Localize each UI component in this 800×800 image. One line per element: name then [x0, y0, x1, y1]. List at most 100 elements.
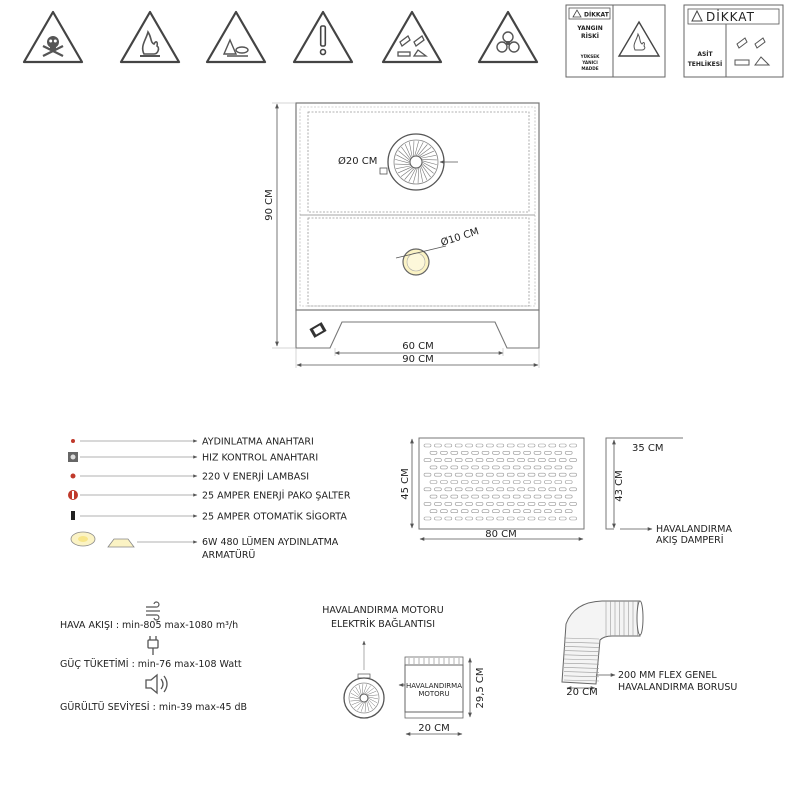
fan-blade — [419, 166, 423, 182]
svg-text:ASİT: ASİT — [697, 51, 713, 58]
airflow-icon — [146, 601, 160, 621]
damper-slot — [423, 502, 432, 506]
spec-noise: GÜRÜLTÜ SEVİYESİ : min-39 max-45 dB — [60, 702, 247, 713]
fan-blade — [363, 684, 368, 695]
damper-slot — [444, 443, 453, 448]
damper-slot — [481, 450, 490, 455]
damper-slot — [440, 509, 448, 514]
damper-slot — [523, 494, 531, 499]
speaker-icon — [145, 673, 168, 695]
damper-slot — [512, 450, 521, 455]
fan-blade — [421, 163, 434, 174]
damper-slot — [569, 487, 577, 492]
fan-blade — [355, 686, 361, 696]
fan-blade — [398, 150, 411, 161]
fan-blade — [367, 696, 379, 700]
damper-slot — [496, 502, 505, 506]
damper-slot — [471, 450, 479, 455]
damper-slot — [486, 516, 494, 521]
damper-slot — [538, 502, 546, 506]
damper-slot — [538, 472, 546, 477]
svg-text:TEHLİKESİ: TEHLİKESİ — [688, 61, 723, 68]
legend-item: HIZ KONTROL ANAHTARI — [68, 452, 318, 464]
damper-slot — [527, 472, 536, 477]
damper-slot — [454, 487, 463, 492]
damper-slot — [440, 450, 448, 455]
flammable-flame-icon — [617, 20, 661, 57]
damper-slot — [434, 458, 442, 462]
duct-rib — [563, 650, 600, 652]
damper-slot — [475, 443, 484, 448]
damper-slot — [492, 509, 500, 514]
damper-slot — [434, 516, 442, 521]
damper-slot — [475, 472, 484, 477]
damper-slot — [429, 480, 438, 484]
damper-slot — [444, 472, 453, 477]
damper-slot — [486, 472, 494, 477]
svg-text:MOTORU: MOTORU — [418, 690, 449, 698]
fan-blade — [413, 141, 415, 157]
damper-slot — [450, 480, 459, 484]
fan-blade — [365, 687, 374, 695]
fan-blade — [421, 159, 437, 161]
damper-slot — [506, 443, 515, 448]
legend-item: 220 V ENERJİ LAMBASI — [70, 472, 309, 483]
damper-slots — [423, 443, 577, 521]
fan-blade — [419, 150, 435, 158]
damper-slot — [496, 472, 505, 477]
power-plug-icon — [147, 636, 159, 655]
damper-slot — [444, 516, 453, 521]
exclamation-icon — [292, 10, 354, 64]
damper-slot — [460, 465, 469, 470]
damper-slot — [434, 443, 442, 448]
corrosive-icon — [381, 10, 443, 64]
damper-slot — [506, 487, 515, 492]
damper-slot — [506, 516, 515, 521]
indicator-dot-icon — [71, 439, 75, 443]
damper-slot — [506, 458, 515, 462]
duct-rib — [563, 646, 600, 648]
damper-slot — [564, 509, 573, 514]
damper-slot — [569, 443, 577, 448]
fan-blade — [417, 167, 419, 183]
fan-blade — [367, 697, 378, 704]
damper-slot — [434, 487, 442, 492]
damper-slot — [502, 465, 511, 470]
flex-duct-view: 20 CM 200 MM FLEX GENEL HAVALANDIRMA BOR… — [561, 600, 737, 698]
fan-large-dim: Ø20 CM — [338, 155, 377, 167]
damper-slot — [465, 487, 473, 492]
damper-slot — [486, 502, 494, 506]
damper-slot — [444, 502, 453, 506]
svg-text:AYDINLATMA ANAHTARI: AYDINLATMA ANAHTARI — [202, 437, 314, 448]
damper-slot — [544, 480, 552, 484]
damper-slot — [569, 502, 577, 506]
damper-slot — [548, 502, 557, 506]
fan-blade — [408, 167, 417, 182]
damper-slot — [564, 494, 573, 499]
damper-depth-dim: 35 CM — [632, 443, 664, 454]
damper-slot — [527, 458, 536, 462]
speed-knob-icon — [68, 452, 78, 462]
damper-slot — [527, 487, 536, 492]
damper-view: 45 CM 80 CM 43 CM 35 CM HAVALANDIRMA AKI… — [400, 437, 732, 546]
damper-slot — [512, 480, 521, 484]
damper-slot — [558, 487, 567, 492]
fan-blade — [358, 684, 362, 696]
svg-text:25 AMPER OTOMATİK SİGORTA: 25 AMPER OTOMATİK SİGORTA — [202, 512, 347, 523]
damper-slot — [502, 509, 511, 514]
damper-slot — [548, 487, 557, 492]
damper-slot — [558, 458, 567, 462]
damper-slot — [486, 487, 494, 492]
damper-slot — [548, 458, 557, 462]
fuse-icon — [71, 511, 75, 520]
damper-slot — [492, 450, 500, 455]
damper-slot — [502, 480, 511, 484]
damper-slot — [471, 480, 479, 484]
fan-blade — [404, 167, 415, 180]
environmental-hazard-icon — [205, 10, 267, 64]
damper-slot — [512, 509, 521, 514]
damper-slot — [544, 450, 552, 455]
damper-slot — [460, 494, 469, 499]
spec-power: GÜÇ TÜKETİMİ : min-76 max-108 Watt — [60, 659, 242, 670]
fan-blade — [401, 146, 411, 160]
